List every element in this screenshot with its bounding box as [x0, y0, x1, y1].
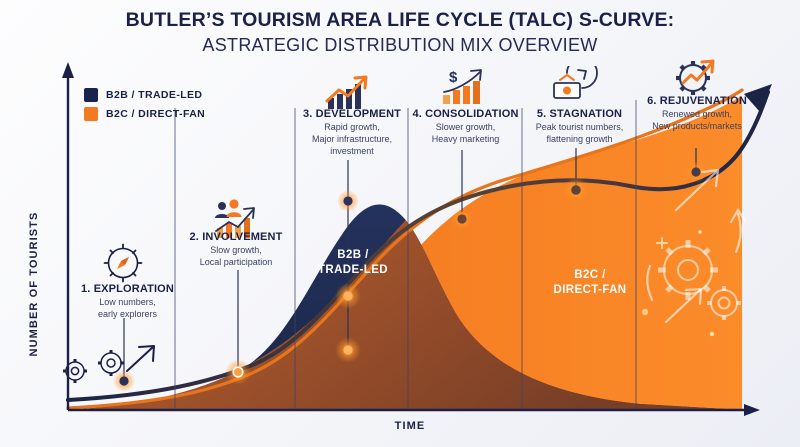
gears-arrow-decor-icon	[55, 335, 170, 395]
y-axis-arrowhead	[62, 62, 74, 78]
stage-rejuvenation-title: 6. REJUVENATION	[647, 95, 747, 107]
b2b-area-caption: B2B / TRADE-LED	[288, 248, 418, 278]
legend-label-b2b: B2B / TRADE-LED	[106, 89, 203, 101]
stage-exploration-desc-2: early explorers	[97, 308, 158, 319]
compass-icon	[100, 240, 146, 291]
stage-development-desc: Rapid growth, Major infrastructure, inve…	[296, 122, 408, 158]
stage-involvement[interactable]: 2. INVOLVEMENT Slow growth, Local partic…	[176, 231, 296, 269]
bar-chart-rising-arrow-icon	[322, 74, 376, 115]
legend-swatch-b2b	[84, 88, 98, 102]
legend: B2B / TRADE-LED B2C / DIRECT-FAN	[84, 88, 205, 126]
legend-label-b2c: B2C / DIRECT-FAN	[106, 108, 206, 120]
stage-involvement-title: 2. INVOLVEMENT	[189, 231, 283, 243]
stage-consolidation[interactable]: 4. CONSOLIDATION Slower growth, Heavy ma…	[409, 108, 522, 146]
stage-rejuvenation-desc: Renewed growth, New products/markets	[637, 109, 757, 133]
stage-dividers	[174, 100, 637, 408]
dollar-growth-chart-icon: $	[438, 66, 488, 111]
stage-development-desc-2: Major infrastructure,	[311, 133, 393, 144]
people-growth-chart-icon	[208, 198, 266, 245]
x-axis-arrowhead	[744, 404, 760, 416]
stage-rejuvenation[interactable]: 6. REJUVENATION Renewed growth, New prod…	[637, 95, 757, 133]
gear-rising-arrow-icon	[672, 56, 720, 103]
stage-stagnation-desc-2: flattening growth	[546, 133, 613, 144]
legend-swatch-b2c	[84, 107, 98, 121]
stage-development-title: 3. DEVELOPMENT	[302, 108, 402, 120]
stage-rejuvenation-desc-1: Renewed growth,	[661, 109, 733, 119]
stage-stagnation-desc-1: Peak tourist numbers,	[535, 122, 624, 132]
stage-stagnation[interactable]: 5. STAGNATION Peak tourist numbers, flat…	[523, 108, 636, 146]
decorative-sparkles	[641, 230, 715, 337]
b2c-area	[68, 96, 742, 410]
stage-rejuvenation-desc-2: New products/markets	[652, 120, 742, 131]
stage-development-desc-1: Rapid growth,	[324, 122, 380, 132]
legend-item-b2b[interactable]: B2B / TRADE-LED	[84, 88, 205, 102]
b2c-line	[66, 88, 744, 410]
stage-consolidation-title: 4. CONSOLIDATION	[412, 108, 519, 120]
stage-involvement-desc: Slow growth, Local participation	[176, 245, 296, 269]
b2c-area-caption: B2C / DIRECT-FAN	[525, 268, 655, 298]
s-curve-arrowhead	[744, 84, 772, 112]
b2c-caption-line-1: B2C /	[574, 269, 606, 281]
legend-item-b2c[interactable]: B2C / DIRECT-FAN	[84, 107, 205, 121]
money-chart-arrow-icon	[548, 57, 600, 111]
stage-stagnation-title: 5. STAGNATION	[536, 108, 623, 120]
stage-exploration-title: 1. EXPLORATION	[81, 283, 174, 295]
overlap-area	[68, 204, 738, 410]
stage-development-desc-3: investment	[330, 145, 374, 156]
b2b-caption-line-1: B2B /	[337, 249, 369, 261]
b2c-caption-line-2: DIRECT-FAN	[553, 283, 627, 296]
stage-consolidation-desc: Slower growth, Heavy marketing	[409, 122, 522, 146]
stage-consolidation-desc-1: Slower growth,	[435, 122, 496, 132]
stage-exploration-desc-1: Low numbers,	[99, 297, 156, 307]
stage-involvement-desc-1: Slow growth,	[210, 245, 262, 255]
curve-markers	[113, 161, 707, 392]
stage-involvement-desc-2: Local participation	[199, 256, 273, 267]
y-axis-label: NUMBER OF TOURISTS	[28, 211, 40, 357]
x-axis-label: TIME	[394, 420, 426, 432]
stage-consolidation-desc-2: Heavy marketing	[431, 133, 500, 144]
decorative-gear-cluster	[658, 240, 741, 320]
stage-exploration-desc: Low numbers, early explorers	[60, 297, 195, 321]
decorative-arrows	[646, 168, 747, 324]
stage-exploration[interactable]: 1. EXPLORATION Low numbers, early explor…	[60, 283, 195, 321]
svg-text:$: $	[449, 69, 458, 86]
stage-development[interactable]: 3. DEVELOPMENT Rapid growth, Major infra…	[296, 108, 408, 158]
stage-stagnation-desc: Peak tourist numbers, flattening growth	[523, 122, 636, 146]
b2b-caption-line-2: TRADE-LED	[317, 263, 389, 276]
